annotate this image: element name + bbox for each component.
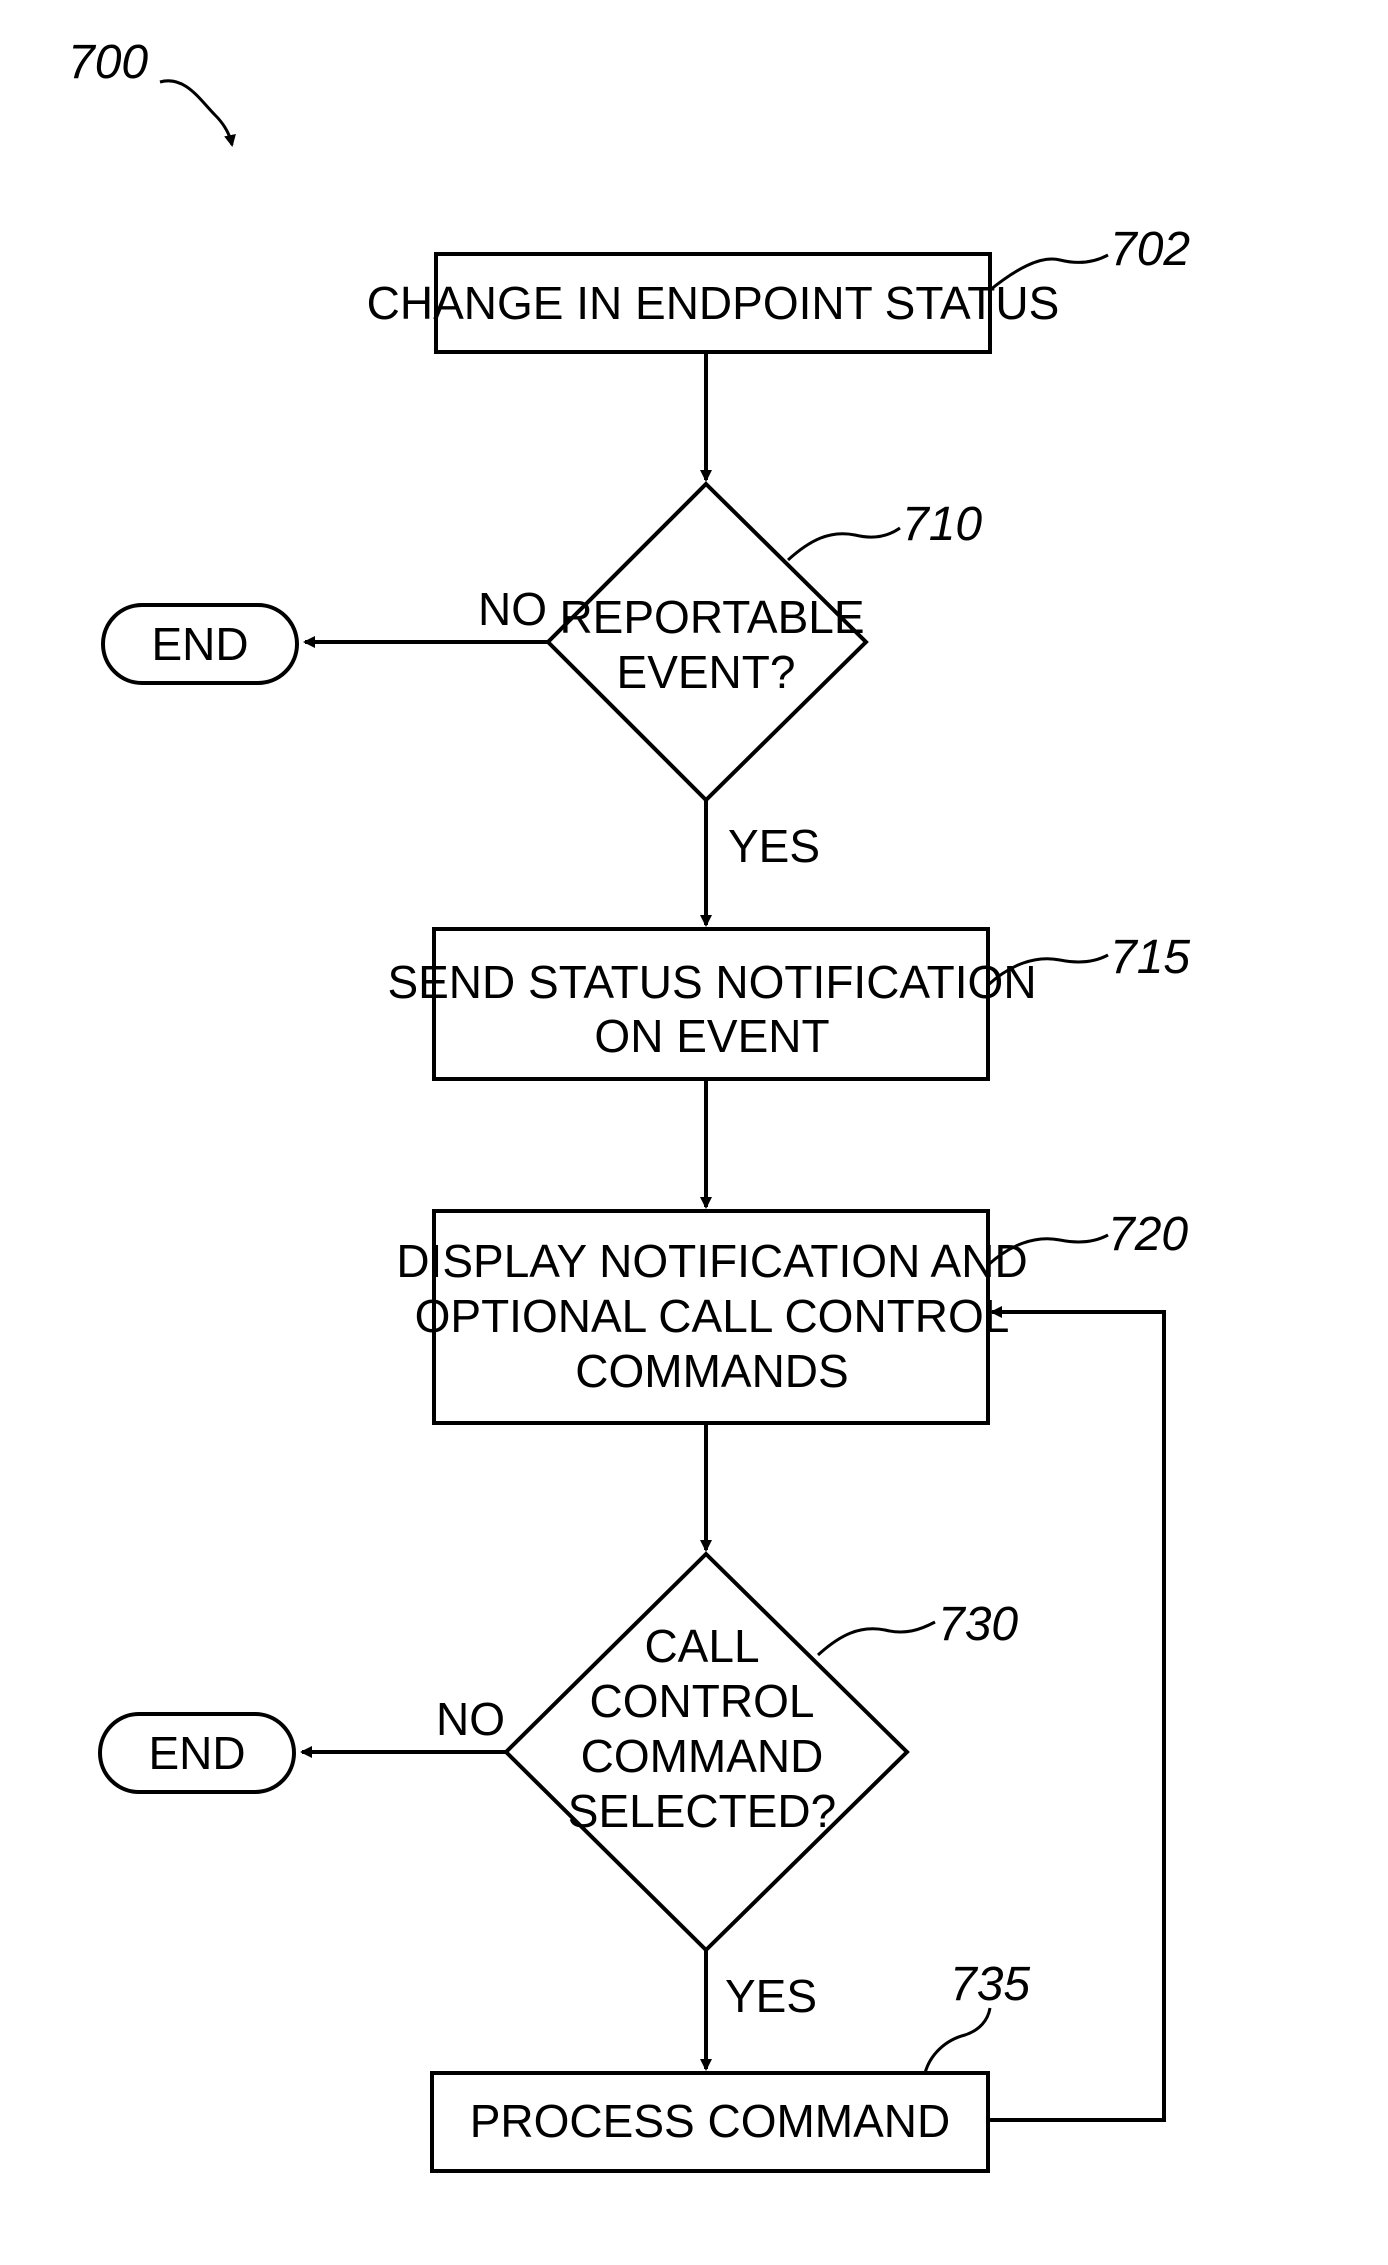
terminal-end-2-text: END	[148, 1727, 245, 1779]
node-710-text-line1: REPORTABLE	[559, 591, 864, 643]
figure-label-leader	[160, 81, 232, 145]
edge-label-yes-710: YES	[728, 820, 820, 872]
node-730-call-control-command-selected: CALL CONTROL COMMAND SELECTED?	[506, 1554, 907, 1950]
ref-730: 730	[938, 1598, 1018, 1651]
edge-label-no-710: NO	[478, 583, 547, 635]
ref-702: 702	[1110, 223, 1190, 276]
node-720-text-line3: COMMANDS	[575, 1345, 848, 1397]
ref-710: 710	[902, 498, 982, 551]
ref-720: 720	[1108, 1208, 1188, 1261]
node-720-text-line2: OPTIONAL CALL CONTROL	[415, 1290, 1010, 1342]
ref-735-leader	[925, 2008, 990, 2073]
figure-label: 700	[68, 36, 148, 89]
node-730-text-line2: CONTROL	[590, 1675, 815, 1727]
node-710-reportable-event: REPORTABLE EVENT?	[548, 484, 866, 800]
edge-label-yes-730: YES	[725, 1970, 817, 2022]
ref-715: 715	[1110, 931, 1190, 984]
terminal-end-1-text: END	[151, 618, 248, 670]
terminal-end-1: END	[103, 605, 297, 683]
ref-730-leader	[818, 1622, 935, 1655]
ref-735: 735	[950, 1958, 1030, 2011]
edge-label-no-730: NO	[436, 1693, 505, 1745]
node-715-send-status-notification: SEND STATUS NOTIFICATION ON EVENT	[387, 929, 1036, 1079]
node-735-process-command: PROCESS COMMAND	[432, 2073, 988, 2171]
node-715-text-line2: ON EVENT	[594, 1010, 829, 1062]
node-730-text-line3: COMMAND	[581, 1730, 824, 1782]
node-720-display-notification: DISPLAY NOTIFICATION AND OPTIONAL CALL C…	[396, 1211, 1027, 1423]
ref-710-leader	[788, 528, 900, 560]
node-735-text: PROCESS COMMAND	[470, 2095, 950, 2147]
node-720-text-line1: DISPLAY NOTIFICATION AND	[396, 1235, 1027, 1287]
node-730-text-line4: SELECTED?	[568, 1785, 836, 1837]
node-730-text-line1: CALL	[644, 1620, 759, 1672]
terminal-end-2: END	[100, 1714, 294, 1792]
node-715-text-line1: SEND STATUS NOTIFICATION	[387, 956, 1036, 1008]
node-702-text: CHANGE IN ENDPOINT STATUS	[367, 277, 1060, 329]
node-702-change-in-endpoint-status: CHANGE IN ENDPOINT STATUS	[367, 254, 1060, 352]
node-710-text-line2: EVENT?	[617, 646, 796, 698]
